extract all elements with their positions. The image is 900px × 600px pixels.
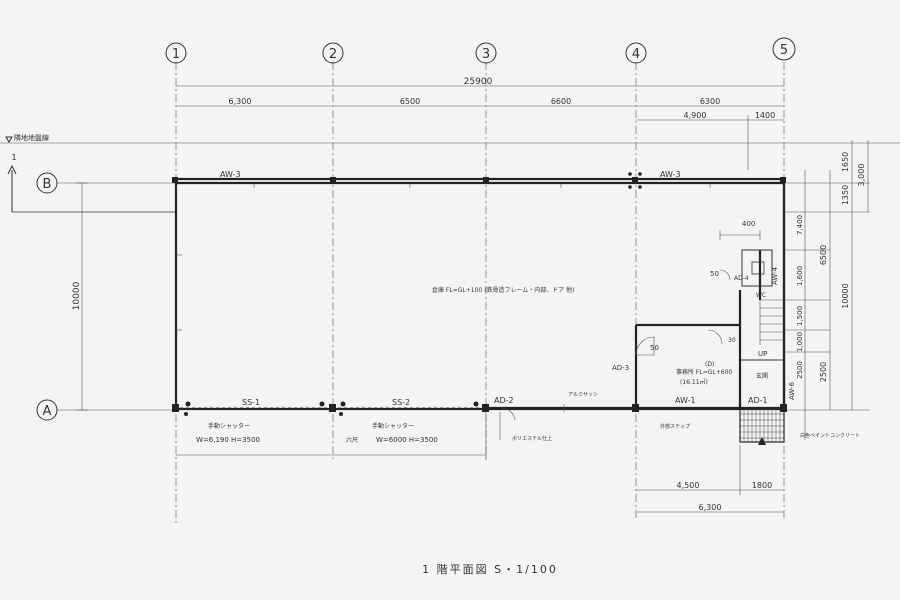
svg-text:1,000: 1,000	[796, 332, 804, 352]
label-shutter2-prefix: 六尺	[346, 436, 358, 444]
label-ss1: SS-1	[242, 398, 260, 407]
label-aw3-left: AW-3	[220, 170, 241, 179]
label-ad1: AD-1	[748, 396, 768, 405]
note-aw1: アルミサッシ	[568, 392, 598, 398]
label-wc: WC	[756, 292, 766, 299]
grid-col-1: 1	[172, 47, 180, 62]
label-floor-note: 倉庫 FL=GL+100 (鉄骨造フレーム・内部、ドア 他)	[432, 286, 575, 294]
plan-labels: AW-3 AW-3 AW-1 AW-4 AW-6 SS-1 SS-2 AD-1 …	[196, 170, 860, 444]
svg-text:10000: 10000	[841, 283, 850, 308]
dim-left-overall: 10000	[72, 281, 82, 310]
label-ad4: AD-4	[734, 275, 749, 282]
front-openings	[176, 412, 501, 460]
grid-row-a: A	[43, 404, 52, 419]
svg-text:1,600: 1,600	[796, 266, 804, 286]
dim-overall-top: 25900	[464, 77, 493, 87]
svg-text:2500: 2500	[796, 361, 804, 379]
svg-text:50: 50	[710, 270, 719, 278]
grid-col-2: 2	[329, 47, 337, 62]
ground-level-label: 隣地地盤線	[14, 133, 49, 142]
bottom-dimensions: 4,500 1800 6,300	[636, 445, 784, 513]
label-ss2: SS-2	[392, 398, 410, 407]
svg-text:6500: 6500	[819, 245, 828, 265]
label-aw1: AW-1	[675, 396, 696, 405]
exterior-walls	[174, 177, 786, 412]
label-shutter1: 手動シャッター	[208, 422, 250, 430]
note-entry: 外部ステップ	[660, 423, 690, 430]
svg-text:1650: 1650	[841, 152, 850, 172]
office-block	[500, 230, 785, 445]
drawing-title: 1 階平面図 S・1/100	[422, 562, 558, 576]
left-dimension: 10000	[72, 182, 88, 411]
grid-row-b: B	[43, 177, 52, 192]
label-shutter2-size: W=6000 H=3500	[376, 436, 438, 444]
label-shutter1-size: W=6,190 H=3500	[196, 436, 260, 444]
label-aw4: AW-4	[771, 266, 779, 285]
label-aw6: AW-6	[788, 381, 796, 400]
column-grid-bubbles: 1 2 3 4 5	[165, 37, 796, 64]
svg-text:(D): (D)	[705, 361, 714, 368]
dim-span-2: 6500	[400, 97, 420, 106]
note-ad2: ポリエステル仕上	[512, 435, 552, 442]
svg-text:50: 50	[650, 344, 659, 352]
dim-span-1: 6,300	[229, 97, 252, 106]
row-grid: B A	[36, 172, 870, 421]
label-shutter2: 手動シャッター	[372, 422, 414, 430]
dim-span-4: 6300	[700, 97, 720, 106]
svg-text:4,500: 4,500	[677, 481, 700, 490]
right-dimensions: 1650 1350 3,000 7,400 6500 10000 1,600 1…	[784, 140, 870, 440]
svg-text:1800: 1800	[752, 481, 772, 490]
dim-sub-1: 4,900	[684, 111, 707, 120]
label-entrance: 玄関	[756, 372, 768, 380]
label-office: 事務所 FL=GL+600	[676, 368, 732, 376]
svg-text:30: 30	[728, 337, 736, 344]
label-up: UP	[758, 350, 767, 358]
wall-ticks	[176, 183, 711, 412]
grid-col-3: 3	[482, 47, 490, 62]
svg-text:6,300: 6,300	[699, 503, 722, 512]
svg-text:1: 1	[11, 153, 16, 162]
label-ad2: AD-2	[494, 396, 514, 405]
svg-text:3,000: 3,000	[857, 164, 866, 187]
grid-col-5: 5	[780, 43, 788, 58]
dim-span-3: 6600	[551, 97, 571, 106]
svg-text:7,400: 7,400	[796, 215, 804, 235]
label-office-area: (16.11㎡)	[680, 378, 708, 386]
dim-sub-2: 1400	[755, 111, 775, 120]
svg-text:2500: 2500	[819, 362, 828, 382]
grid-col-4: 4	[632, 47, 640, 62]
svg-text:400: 400	[742, 220, 755, 228]
svg-text:1,500: 1,500	[796, 306, 804, 326]
structural-columns	[172, 172, 787, 416]
top-dimensions: 25900 6,300 6500 6600 6300 4,900 1400 隣地…	[0, 77, 900, 170]
section-mark: 1	[7, 153, 176, 213]
label-aw3-right: AW-3	[660, 170, 681, 179]
note-right: 白色ペイントコンクリート	[800, 432, 860, 439]
svg-text:1350: 1350	[841, 185, 850, 205]
label-ad3: AD-3	[612, 364, 629, 372]
